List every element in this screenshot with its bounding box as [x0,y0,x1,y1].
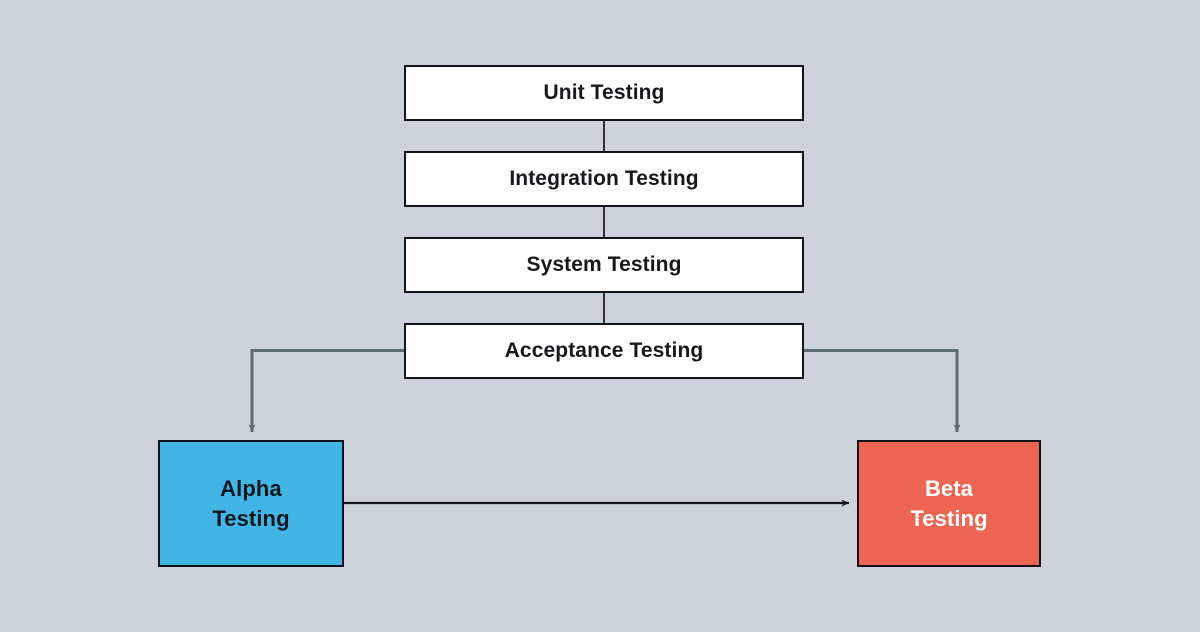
node-alpha-testing-label: Alpha Testing [212,475,290,531]
node-acceptance-testing[interactable]: Acceptance Testing [404,323,804,379]
node-beta-testing[interactable]: Beta Testing [857,440,1041,567]
node-integration-testing[interactable]: Integration Testing [404,151,804,207]
node-system-testing[interactable]: System Testing [404,237,804,293]
node-acceptance-testing-label: Acceptance Testing [504,338,704,362]
node-alpha-testing[interactable]: Alpha Testing [158,440,344,567]
node-integration-testing-label: Integration Testing [509,166,699,190]
node-beta-testing-label: Beta Testing [910,475,988,531]
connector-acceptance-to-alpha [248,349,404,433]
connector-acceptance-to-beta [804,349,961,433]
node-unit-testing-label: Unit Testing [543,80,665,104]
node-unit-testing[interactable]: Unit Testing [404,65,804,121]
node-system-testing-label: System Testing [526,252,682,276]
